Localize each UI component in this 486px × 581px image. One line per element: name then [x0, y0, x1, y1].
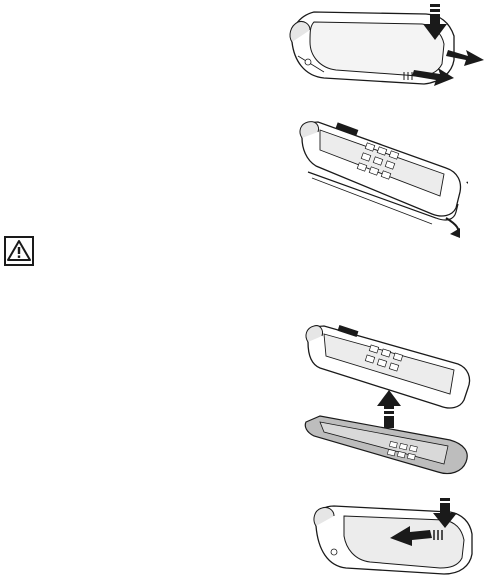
phone-cover-removed-exploded-icon — [300, 318, 476, 478]
illustration-press-release — [284, 0, 486, 92]
illustration-slide-cover-on — [310, 496, 476, 578]
phone-cover-lift-rotate-icon — [296, 108, 468, 238]
warning-triangle-icon — [4, 236, 34, 266]
illustration-exploded-view — [300, 318, 476, 478]
phone-back-press-slide-icon — [284, 0, 486, 92]
warning-box — [4, 236, 34, 266]
phone-back-cover-slide-on-icon — [310, 496, 476, 578]
illustration-lift-cover — [296, 108, 468, 238]
